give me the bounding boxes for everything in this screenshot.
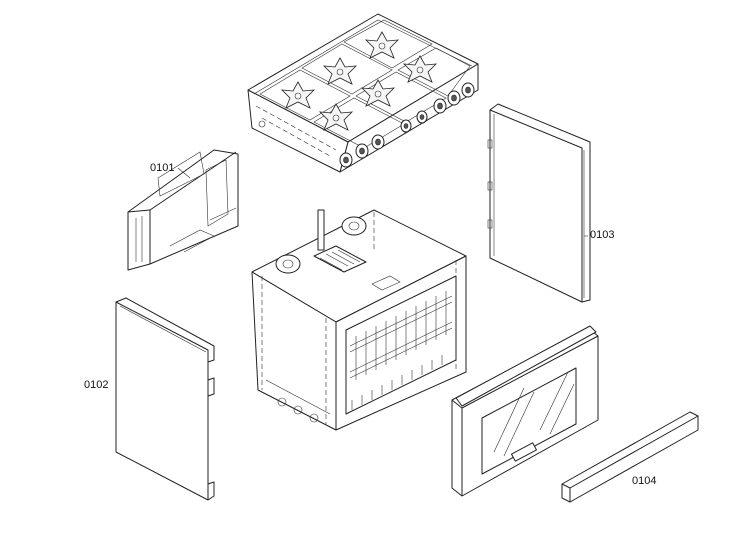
label-part-0101: 0101 — [150, 162, 175, 174]
blower-motors — [275, 216, 367, 274]
flue-grate — [313, 245, 367, 273]
part-0103-side-panel — [487, 103, 591, 303]
vent-slots — [351, 355, 443, 410]
oven-racks — [349, 291, 453, 380]
burner-grates — [280, 31, 438, 131]
part-0101-bracket — [127, 149, 239, 271]
oven-body-assembly — [251, 209, 467, 431]
oven-door — [451, 325, 599, 497]
control-knobs — [339, 82, 475, 168]
label-part-0102: 0102 — [84, 379, 109, 391]
part-0104-kick-plate — [561, 411, 699, 503]
label-part-0103: 0103 — [590, 229, 615, 241]
label-part-0104: 0104 — [632, 475, 657, 487]
burner-well-row — [259, 19, 471, 149]
leader-lines — [177, 167, 588, 237]
part-0102-side-panel — [115, 297, 215, 501]
cooktop-assembly — [247, 13, 479, 173]
